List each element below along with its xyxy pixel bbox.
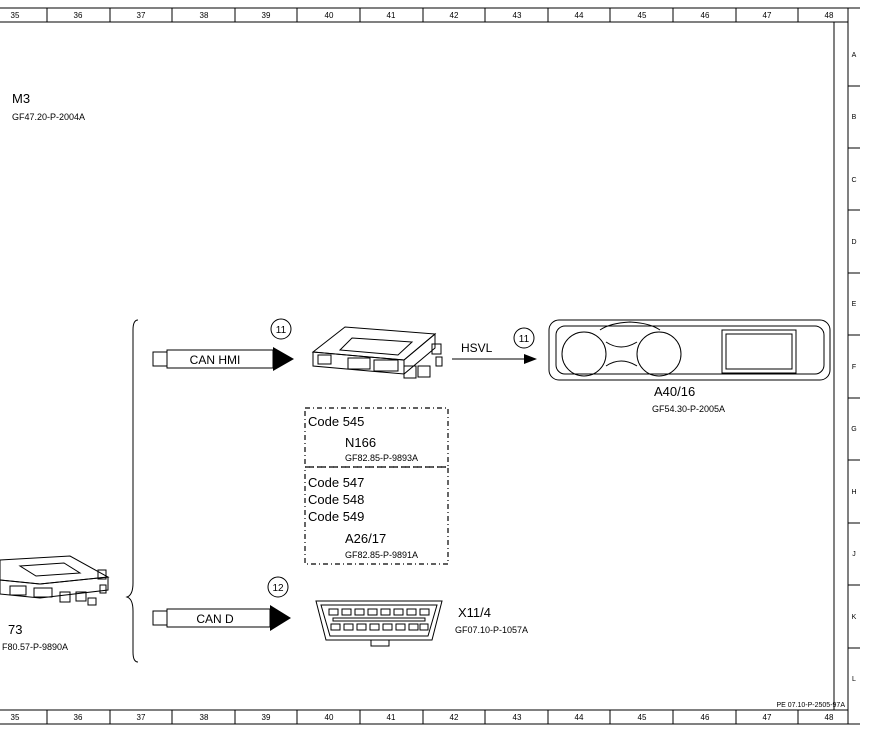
row-label: H [851,489,856,496]
row-label: B [852,114,857,121]
arrow-head-icon [273,347,294,371]
col-label: 42 [450,11,459,20]
component-code: A40/16 [654,384,695,399]
bus-label: HSVL [461,341,493,355]
component-code: M3 [12,91,30,106]
col-label: 48 [825,11,834,20]
col-label: 41 [387,11,396,20]
col-label: 48 [825,713,834,722]
row-label: E [852,301,857,308]
connection-hsvl: HSVL 11 [452,327,537,364]
column-ruler-top: 35 36 37 38 39 40 41 42 43 44 45 46 47 4… [11,11,834,20]
col-label: 43 [513,11,522,20]
col-label: 35 [11,713,20,722]
col-label: 46 [701,11,710,20]
component-ref: F80.57-P-9890A [2,642,68,652]
marker-circle [270,318,292,340]
row-label: C [851,177,856,184]
col-label: 35 [11,11,20,20]
marker-circle [513,327,535,349]
row-label: K [852,614,857,621]
col-label: 46 [701,713,710,722]
row-ruler: A B C D E F G H J K L [851,52,856,683]
component-ref: GF07.10-P-1057A [455,625,528,635]
arrow-head-icon [524,354,537,364]
col-label: 36 [74,11,83,20]
col-label: 40 [325,11,334,20]
component-m3: M3 GF47.20-P-2004A [12,91,85,122]
col-label: 38 [200,713,209,722]
col-label: 40 [325,713,334,722]
component-ref: GF82.85-P-9893A [345,453,418,463]
marker-circle [267,576,289,598]
connector-slot [332,617,426,622]
col-label: 37 [137,11,146,20]
arrow-head-icon [270,605,291,631]
col-label: 45 [638,713,647,722]
col-label: 39 [262,11,271,20]
row-label: J [852,551,856,558]
column-ruler-bottom: 35 36 37 38 39 40 41 42 43 44 45 46 47 4… [11,713,834,722]
component-ref: GF47.20-P-2004A [12,112,85,122]
document-reference: PE 07.10-P-2505-97A [777,702,846,709]
row-label: G [851,426,856,433]
col-label: 41 [387,713,396,722]
component-code: 73 [8,622,22,637]
marker-number: 11 [519,334,530,345]
control-unit-n166-icon [311,326,443,379]
control-unit-icon [0,555,110,606]
connector-plug [152,351,168,367]
option-box-n166: Code 545 N166 GF82.85-P-9893A [304,407,449,468]
component-left-module: 73 F80.57-P-9890A [0,555,110,652]
diagnostic-connector-icon [315,600,443,647]
bus-label: CAN HMI [190,353,241,367]
connector-plug [152,610,168,626]
col-label: 47 [763,11,772,20]
instrument-cluster-icon [548,319,831,381]
connection-can-hmi: CAN HMI 11 [152,318,294,371]
option-code: Code 549 [308,509,364,524]
row-label: A [852,52,857,59]
component-x11-4: X11/4 GF07.10-P-1057A [315,600,528,647]
component-code: X11/4 [458,605,491,620]
option-code: Code 548 [308,492,364,507]
bus-label: CAN D [196,612,234,626]
col-label: 37 [137,713,146,722]
component-code: A26/17 [345,531,386,546]
col-label: 39 [262,713,271,722]
row-label: F [852,364,856,371]
drawing-frame [0,7,849,725]
row-label: L [852,676,856,683]
row-ruler-dividers [848,7,860,725]
component-ref: GF54.30-P-2005A [652,404,725,414]
bus-brace [125,319,139,663]
row-label: D [851,239,856,246]
option-code: Code 547 [308,475,364,490]
option-box-a26-17: Code 547 Code 548 Code 549 A26/17 GF82.8… [304,466,449,565]
option-code: Code 545 [308,414,364,429]
col-label: 47 [763,713,772,722]
col-label: 44 [575,11,584,20]
col-label: 42 [450,713,459,722]
pin-row-bottom [330,623,429,631]
component-a40-16: A40/16 GF54.30-P-2005A [548,319,831,414]
component-code: N166 [345,435,376,450]
connection-can-d: CAN D 12 [152,576,291,631]
pin-row-top [328,608,430,616]
col-label: 45 [638,11,647,20]
col-label: 36 [74,713,83,722]
col-label: 43 [513,713,522,722]
col-label: 44 [575,713,584,722]
column-ruler-dividers [46,8,799,724]
marker-number: 11 [276,325,287,336]
marker-number: 12 [272,583,284,594]
component-ref: GF82.85-P-9891A [345,550,418,560]
col-label: 38 [200,11,209,20]
